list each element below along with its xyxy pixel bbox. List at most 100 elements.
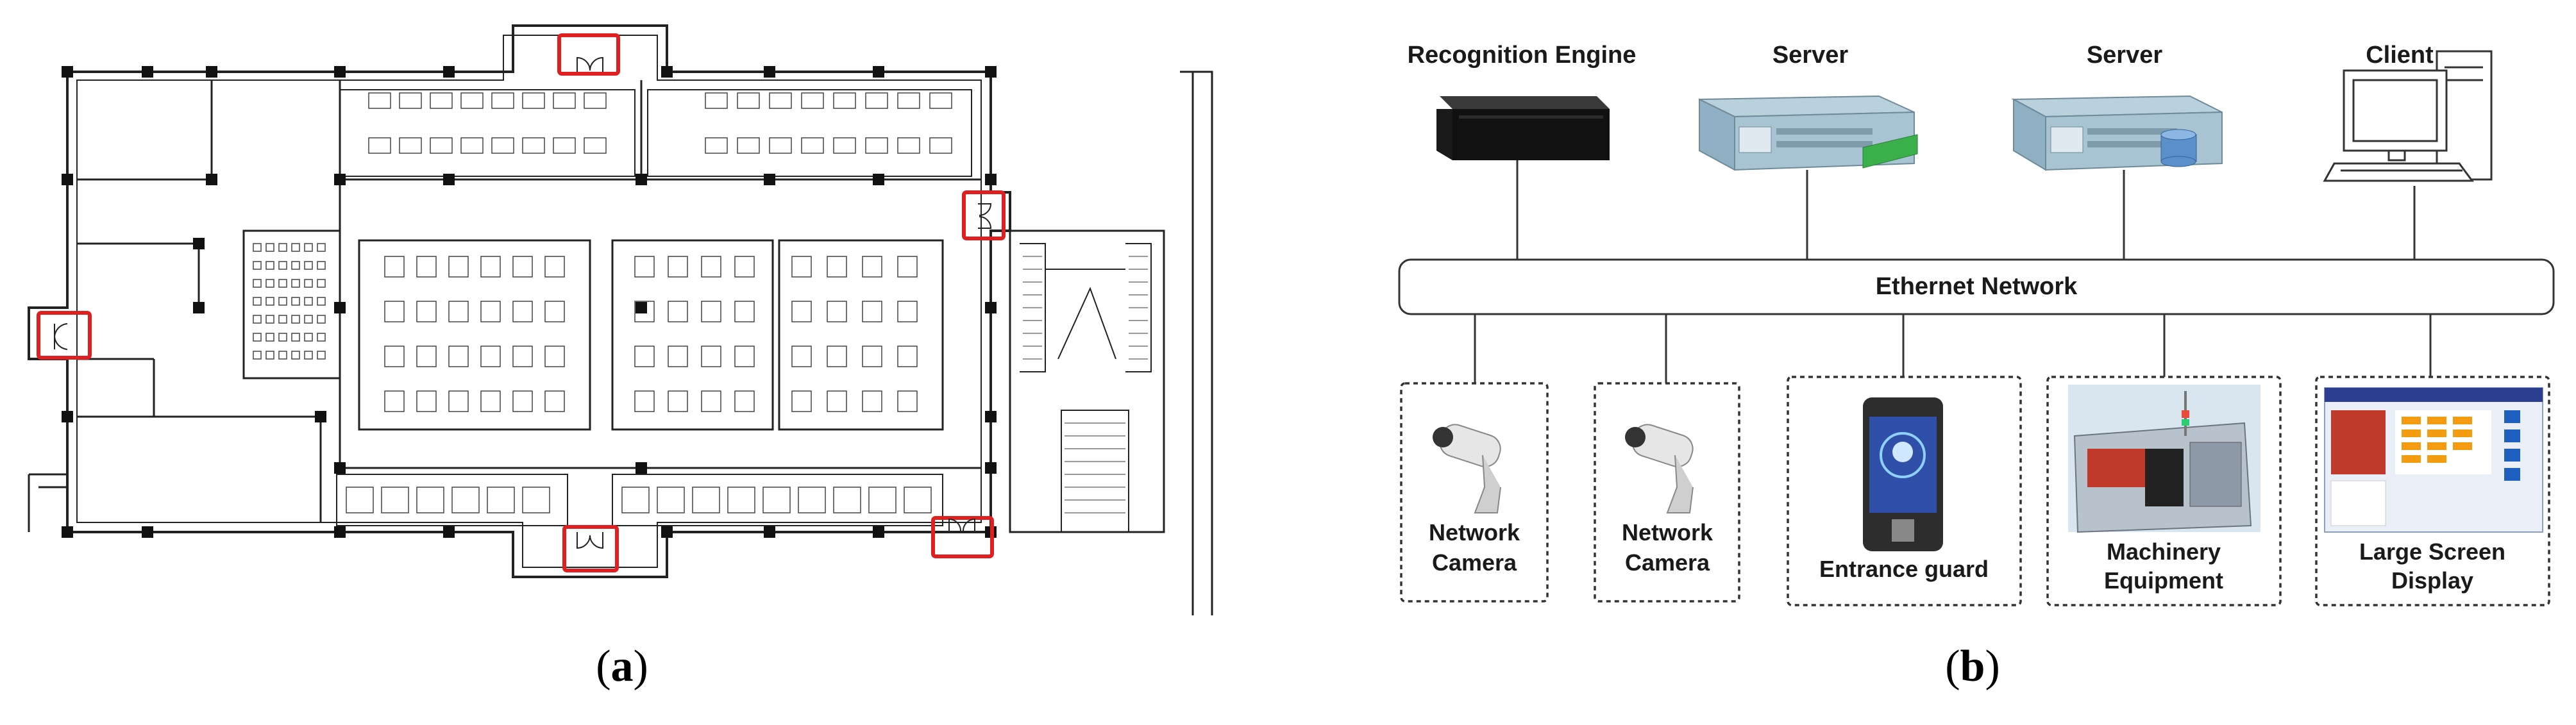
floor-plan-room bbox=[336, 474, 568, 526]
desk bbox=[827, 346, 847, 367]
desk bbox=[317, 315, 326, 324]
desk bbox=[384, 301, 405, 322]
desk bbox=[584, 137, 607, 154]
desk bbox=[253, 297, 262, 306]
desk bbox=[634, 346, 655, 367]
pillar bbox=[764, 174, 775, 185]
desk bbox=[291, 333, 300, 342]
pillar bbox=[142, 526, 153, 538]
floor-plan-room bbox=[611, 239, 774, 431]
recognition-engine-icon bbox=[1436, 96, 1610, 160]
desk bbox=[399, 92, 422, 109]
pillar bbox=[62, 526, 73, 538]
pillar bbox=[193, 302, 205, 313]
pillar bbox=[873, 66, 884, 78]
desk bbox=[701, 346, 721, 367]
desk bbox=[734, 301, 755, 322]
desk bbox=[762, 487, 791, 513]
desk bbox=[868, 487, 897, 513]
desk bbox=[416, 346, 437, 367]
desk bbox=[791, 390, 812, 412]
desk bbox=[833, 137, 856, 154]
desk bbox=[265, 315, 274, 324]
desk bbox=[304, 243, 313, 252]
desk bbox=[692, 487, 720, 513]
device-label-camera-2-line2: Camera bbox=[1625, 549, 1710, 576]
top-device-label-client: Client bbox=[2366, 42, 2434, 69]
desk bbox=[522, 487, 550, 513]
floor-plan-room bbox=[358, 239, 591, 431]
pillar bbox=[334, 526, 346, 538]
desk bbox=[451, 487, 480, 513]
desk bbox=[737, 137, 760, 154]
desk bbox=[381, 487, 409, 513]
desk bbox=[399, 137, 422, 154]
device-box-entrance-guard bbox=[1787, 376, 2022, 606]
desk bbox=[253, 279, 262, 288]
desk bbox=[769, 137, 792, 154]
top-device-label-server-2: Server bbox=[2087, 42, 2163, 69]
desk bbox=[317, 351, 326, 360]
face-terminal-icon bbox=[1863, 397, 1943, 551]
desk bbox=[791, 301, 812, 322]
desk bbox=[448, 256, 469, 278]
desk bbox=[448, 301, 469, 322]
device-label-display-line2: Display bbox=[2391, 567, 2473, 594]
desk bbox=[460, 137, 484, 154]
desk bbox=[897, 346, 918, 367]
desk bbox=[904, 487, 932, 513]
pillar bbox=[334, 174, 346, 185]
floor-plan-room bbox=[612, 474, 943, 526]
device-label-entrance-guard: Entrance guard bbox=[1819, 556, 1989, 582]
desk bbox=[278, 279, 287, 288]
desk bbox=[480, 346, 501, 367]
desk bbox=[512, 301, 533, 322]
desk bbox=[278, 243, 287, 252]
desk bbox=[317, 297, 326, 306]
desk bbox=[480, 390, 501, 412]
device-label-camera-2-line1: Network bbox=[1622, 519, 1713, 546]
desk bbox=[522, 137, 545, 154]
desk bbox=[253, 243, 262, 252]
device-box-camera-2 bbox=[1594, 382, 1740, 603]
desk bbox=[833, 487, 861, 513]
desk bbox=[317, 243, 326, 252]
top-device-label-server-1: Server bbox=[1772, 42, 1849, 69]
desk bbox=[544, 301, 565, 322]
entrance-highlight-bottom-right bbox=[931, 516, 994, 558]
desk bbox=[668, 346, 688, 367]
pillar bbox=[334, 462, 346, 474]
desk bbox=[304, 315, 313, 324]
desk bbox=[827, 390, 847, 412]
desk bbox=[304, 333, 313, 342]
desk bbox=[317, 279, 326, 288]
desk bbox=[291, 243, 300, 252]
desk bbox=[304, 261, 313, 270]
entrance-highlight-right bbox=[962, 190, 1006, 240]
desk bbox=[865, 137, 888, 154]
desk bbox=[317, 333, 326, 342]
desk bbox=[278, 297, 287, 306]
desk bbox=[384, 346, 405, 367]
floor-plan-room bbox=[647, 89, 972, 177]
connection-lines bbox=[1474, 160, 2432, 383]
client-computer-icon bbox=[2323, 50, 2493, 182]
pillar bbox=[206, 174, 217, 185]
desk bbox=[491, 137, 514, 154]
desk bbox=[621, 487, 650, 513]
floor-plan-desks bbox=[253, 92, 952, 513]
desk bbox=[668, 256, 688, 278]
desk bbox=[553, 92, 576, 109]
desk bbox=[265, 279, 274, 288]
desk bbox=[897, 301, 918, 322]
desk bbox=[448, 346, 469, 367]
desk bbox=[801, 92, 824, 109]
desk bbox=[701, 301, 721, 322]
pillar bbox=[764, 526, 775, 538]
desk bbox=[769, 92, 792, 109]
pillar bbox=[334, 66, 346, 78]
desk bbox=[862, 301, 882, 322]
entrance-highlight-bottom bbox=[562, 525, 619, 572]
desk bbox=[384, 256, 405, 278]
server-icon bbox=[1699, 95, 1918, 171]
